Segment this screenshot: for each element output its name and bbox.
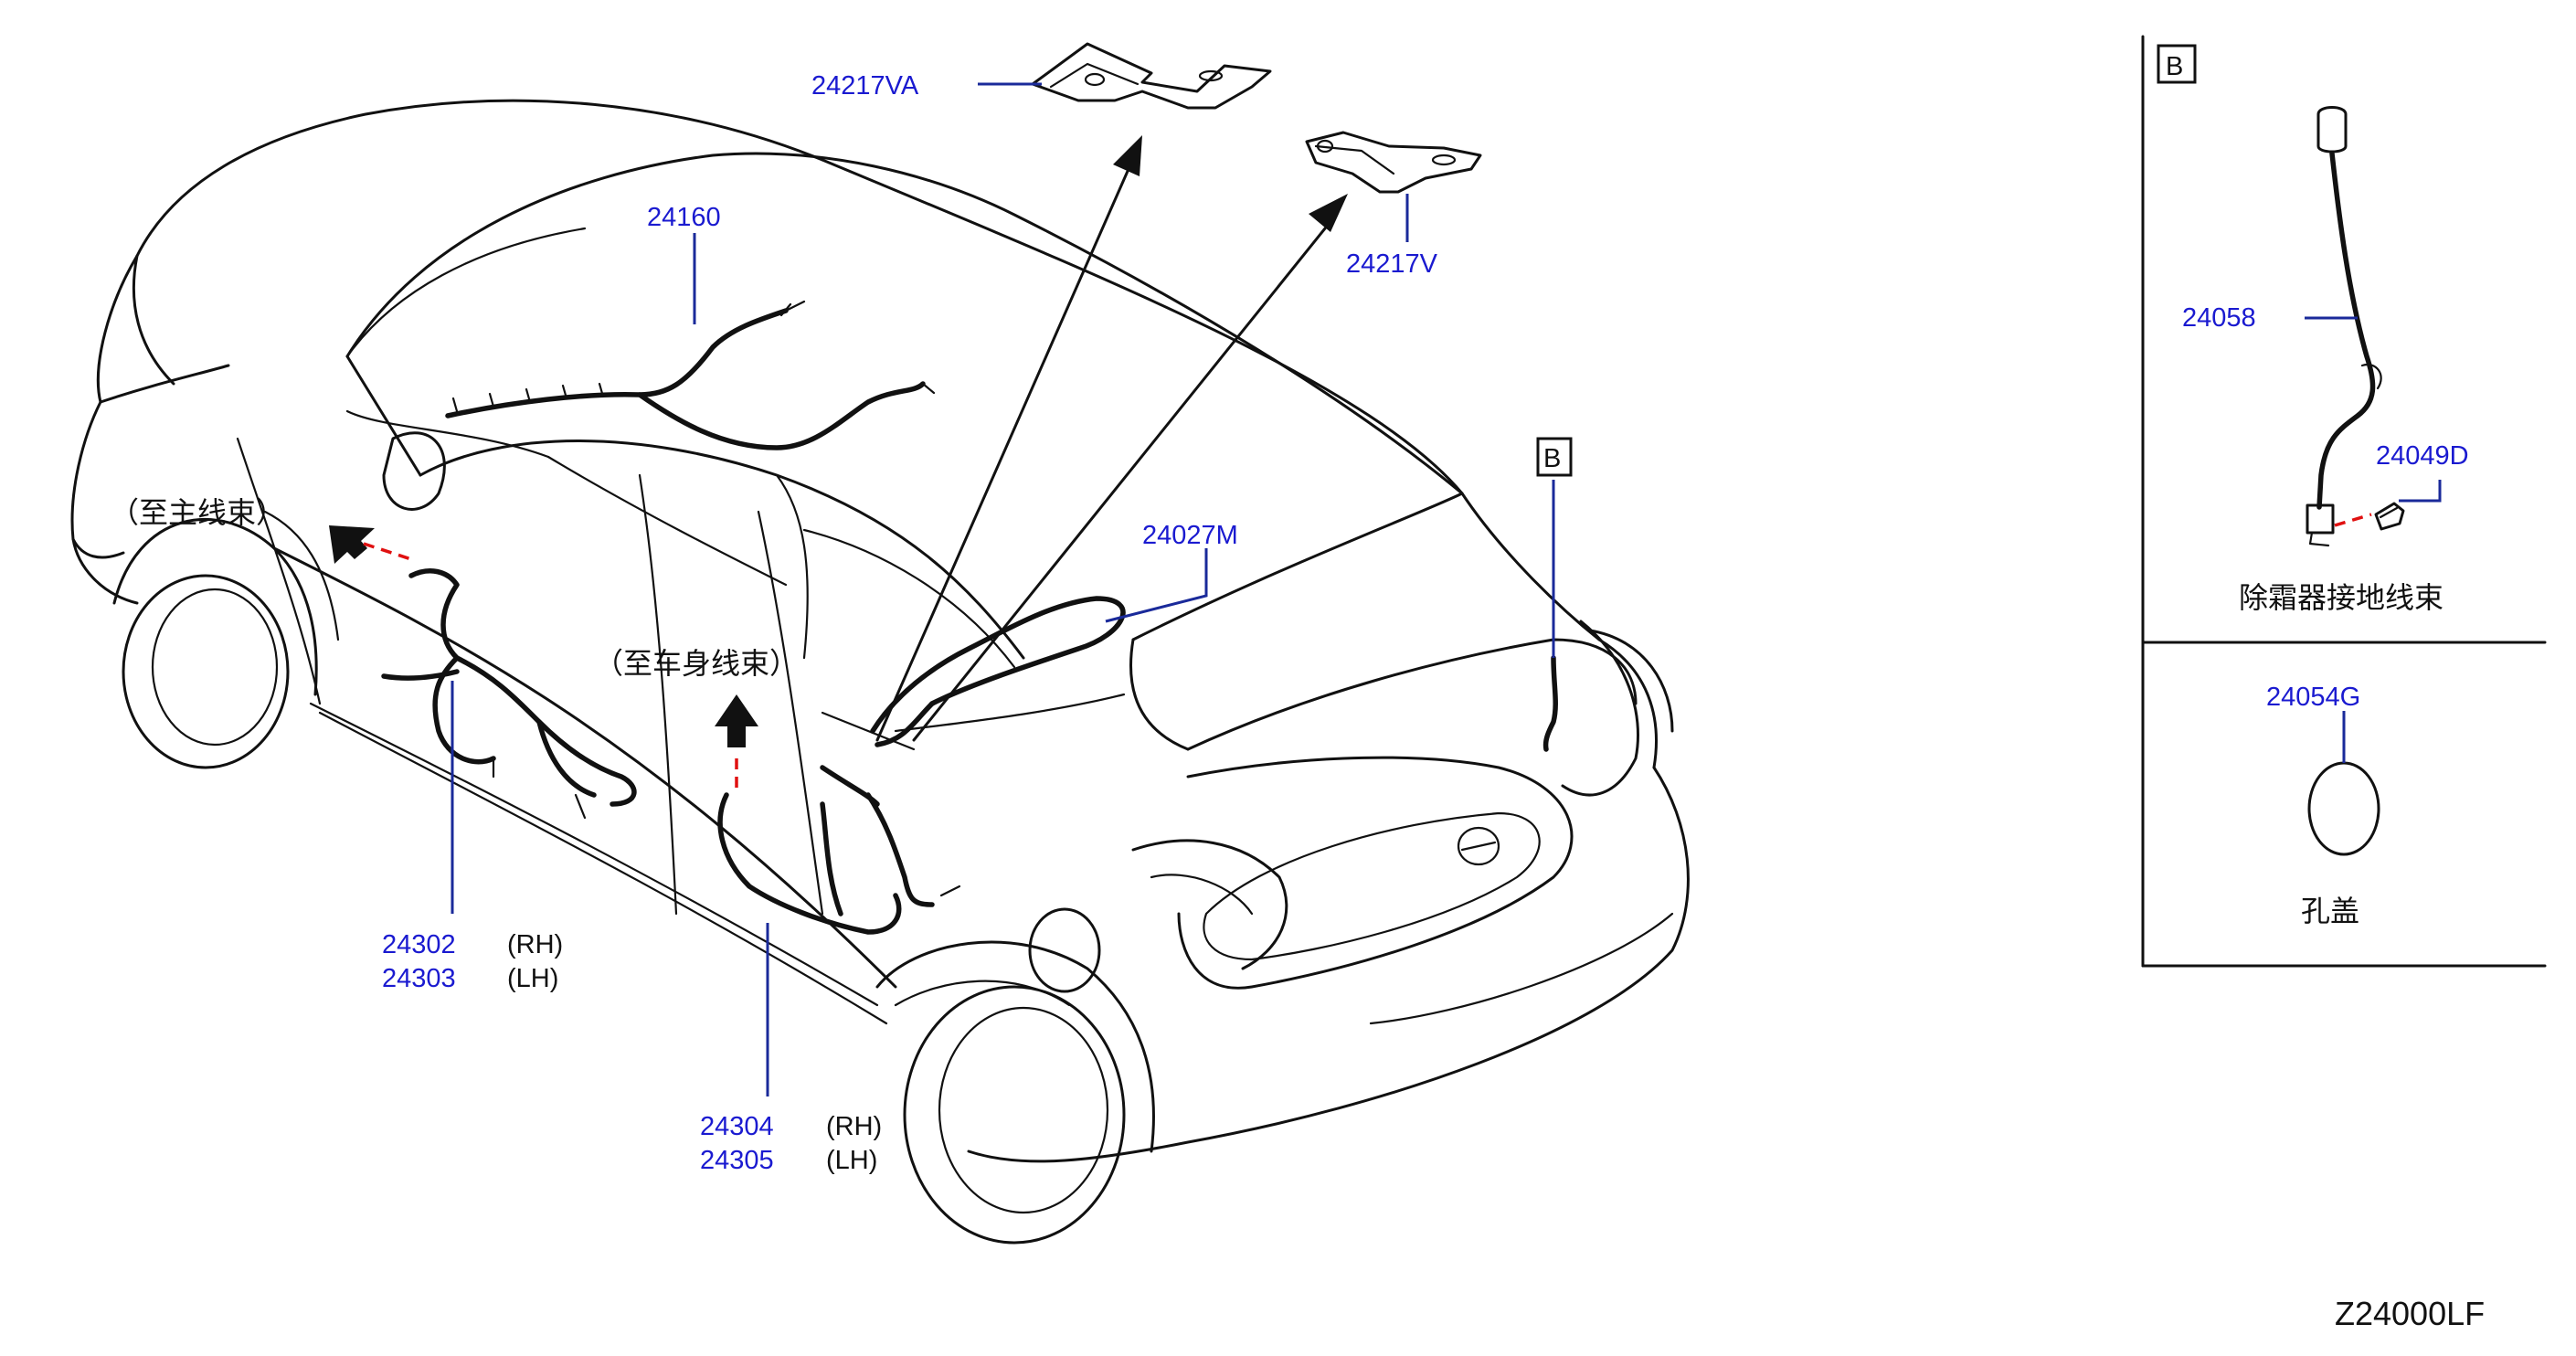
part-24303: 24303 — [382, 964, 456, 993]
ref-box-b-detail — [2157, 44, 2197, 84]
callout-to-body-harness: （至车身线束） — [594, 646, 799, 681]
callout-to-main-harness: （至主线束） — [110, 495, 285, 530]
part-24058: 24058 — [2182, 303, 2256, 333]
svg-text:B: B — [2166, 52, 2183, 81]
label-hole-cover: 孔盖 — [2301, 894, 2359, 928]
harness-rear-b — [1542, 655, 1558, 752]
part-24217VA: 24217VA — [811, 71, 919, 101]
part-24027M: 24027M — [1142, 521, 1238, 550]
part-24217V: 24217V — [1346, 249, 1438, 279]
bracket-24217V — [1305, 131, 1482, 194]
part-24304: 24304 — [700, 1112, 774, 1141]
part-labels: 24217VA 24217V 24160 24027M 24302 24303 … — [110, 71, 1438, 1175]
part-24305: 24305 — [700, 1146, 774, 1175]
part-24054G: 24054G — [2266, 683, 2360, 712]
harness-24304-24305 — [717, 765, 961, 935]
leader-lines — [451, 82, 1555, 1096]
part-24160: 24160 — [647, 203, 721, 232]
diagram-code: Z24000LF — [2335, 1295, 2485, 1332]
harness-24027M — [821, 596, 1126, 751]
car-body-outline — [70, 99, 1690, 1245]
bracket-24217VA — [1031, 42, 1272, 110]
part-24302: 24302 — [382, 930, 456, 959]
part-24049D: 24049D — [2376, 441, 2469, 471]
side-rh-2: (RH) — [826, 1112, 882, 1141]
pointer-arrows — [329, 135, 1348, 793]
side-lh-1: (LH) — [507, 964, 558, 993]
harness-24160 — [445, 300, 936, 450]
svg-text:B: B — [1543, 444, 1561, 473]
defroster-ground-harness — [2306, 106, 2405, 547]
harness-24302-24303 — [381, 568, 637, 820]
ref-box-b-car: B — [1536, 437, 1573, 477]
hole-cover-ring — [2307, 761, 2380, 856]
side-lh-2: (LH) — [826, 1146, 877, 1175]
label-defroster-ground-harness: 除霜器接地线束 — [2239, 580, 2443, 615]
detail-panel: B 24058 24049D 除霜器接地线束 24054G 孔盖 — [2141, 35, 2547, 968]
side-rh-1: (RH) — [507, 930, 563, 959]
